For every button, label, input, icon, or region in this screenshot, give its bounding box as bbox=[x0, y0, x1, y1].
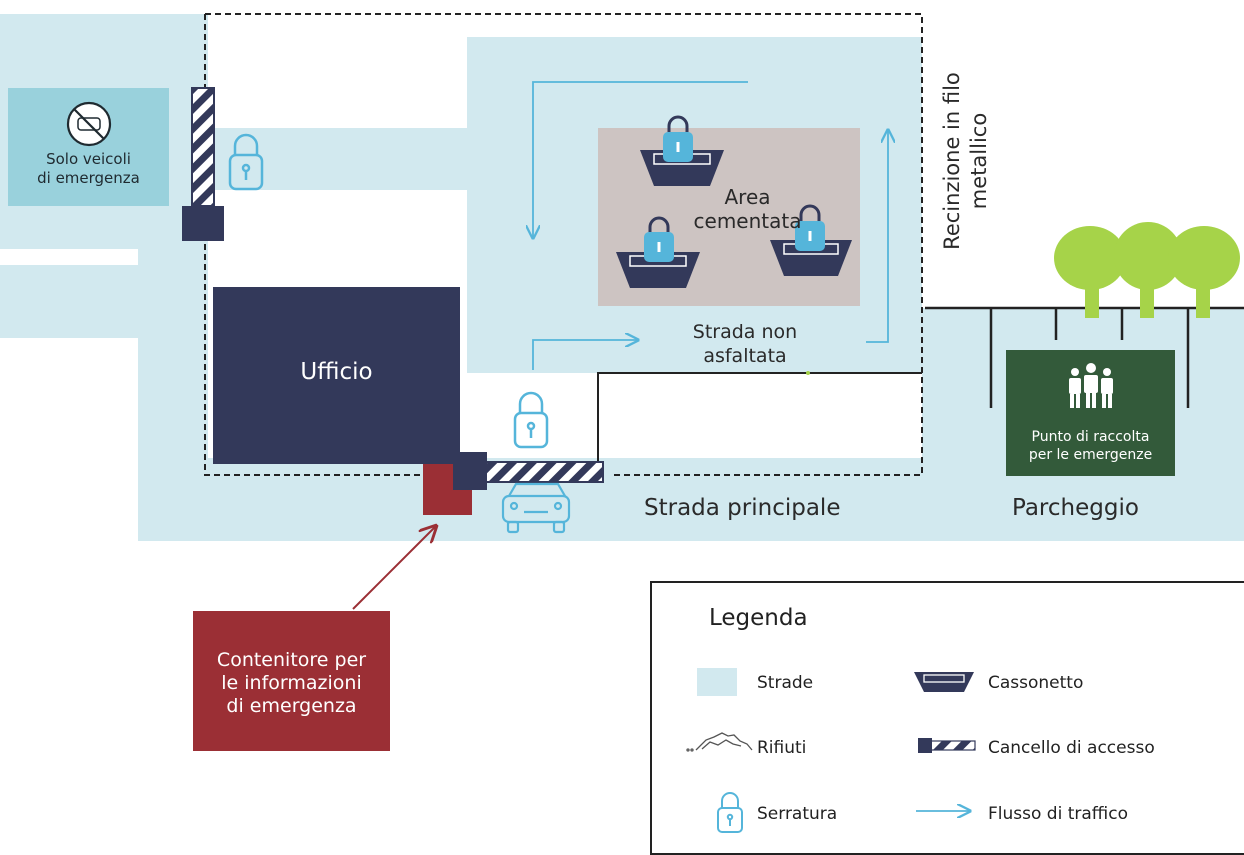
lock-icon bbox=[644, 216, 674, 262]
legend: Legenda Strade Rifiuti Serratura Cassone… bbox=[650, 581, 1244, 855]
legend-bin-label: Cassonetto bbox=[988, 673, 1084, 693]
left-gate bbox=[182, 87, 224, 241]
wire-fence-label: Recinzione in filo metallico bbox=[940, 72, 991, 250]
legend-gate-label: Cancello di accesso bbox=[988, 738, 1155, 758]
emergency-only-label: Solo veicoli di emergenza bbox=[37, 150, 140, 187]
lock-icon bbox=[663, 115, 693, 162]
people-icon bbox=[1069, 363, 1113, 408]
cement-area-label: Area cementata bbox=[693, 185, 802, 233]
waste-icon bbox=[686, 732, 753, 752]
legend-roads-label: Strade bbox=[757, 673, 814, 693]
no-vehicles-icon bbox=[66, 101, 112, 147]
wire-fence bbox=[925, 306, 1244, 408]
gate-icon bbox=[918, 738, 976, 753]
legend-lock-label: Serratura bbox=[757, 804, 838, 824]
legend-traffic-label: Flusso di traffico bbox=[988, 804, 1128, 824]
assembly-point: Punto di raccolta per le emergenze bbox=[1006, 350, 1175, 476]
dirt-road-label: Strada non asfaltata bbox=[692, 321, 798, 367]
inner-wall bbox=[597, 372, 922, 472]
parking-label: Parcheggio bbox=[1012, 495, 1139, 521]
legend-road-swatch bbox=[697, 668, 737, 696]
info-container-label: Contenitore per le informazioni di emerg… bbox=[216, 649, 367, 717]
trees bbox=[1054, 222, 1240, 318]
info-container-callout: Contenitore per le informazioni di emerg… bbox=[193, 611, 390, 751]
bin-icon bbox=[914, 672, 974, 692]
traffic-arrows bbox=[533, 81, 888, 370]
office-label: Ufficio bbox=[300, 359, 373, 385]
lock-icon bbox=[513, 391, 549, 449]
callout-arrow bbox=[352, 526, 436, 610]
car-icon bbox=[501, 482, 571, 534]
assembly-point-label: Punto di raccolta per le emergenze bbox=[1028, 429, 1153, 463]
lock-icon bbox=[795, 204, 825, 251]
lock-icon bbox=[228, 133, 264, 191]
legend-title: Legenda bbox=[709, 605, 808, 631]
legend-waste-label: Rifiuti bbox=[757, 738, 807, 758]
main-road-label: Strada principale bbox=[644, 495, 841, 521]
main-gate bbox=[453, 452, 604, 490]
wire-fence-label-wrap: Recinzione in filo metallico bbox=[926, 28, 1006, 288]
lock-icon bbox=[717, 792, 743, 833]
emergency-vehicles-sign: Solo veicoli di emergenza bbox=[8, 88, 169, 206]
office-building bbox=[213, 287, 460, 464]
